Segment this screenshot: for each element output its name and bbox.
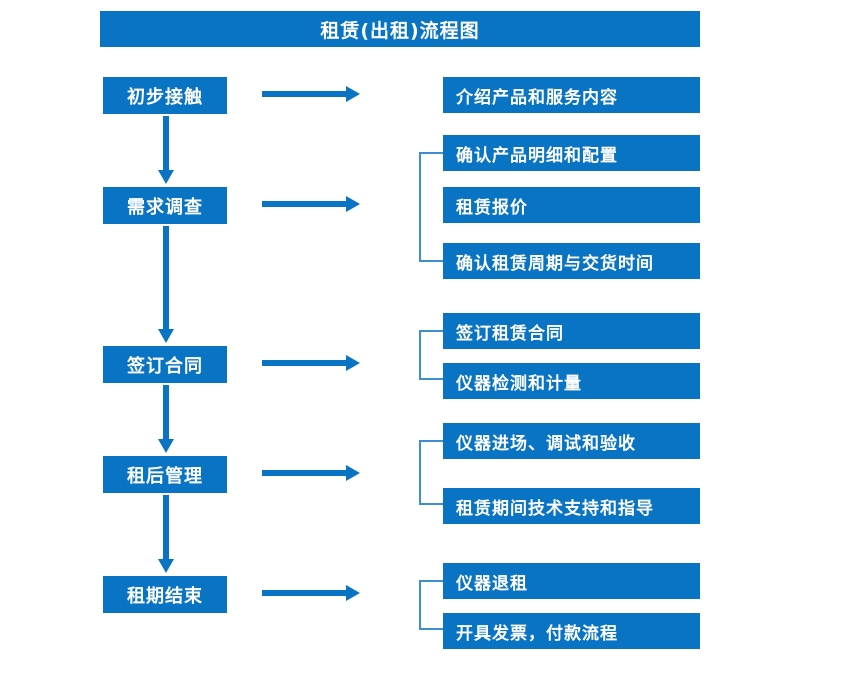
arrow-to-details-2-icon — [262, 194, 360, 214]
connector-2-3-arrow-icon — [156, 226, 176, 343]
detail-box-6[interactable]: 仪器检测和计量 — [443, 363, 700, 399]
detail-box-5[interactable]: 签订租赁合同 — [443, 313, 700, 349]
stage-box-3[interactable]: 签订合同 — [103, 346, 227, 383]
arrow-to-details-5-icon — [262, 583, 360, 603]
bracket-group-2 — [419, 152, 443, 262]
arrow-to-details-1-icon — [262, 84, 360, 104]
detail-box-9[interactable]: 仪器退租 — [443, 563, 700, 599]
detail-box-4[interactable]: 确认租赁周期与交货时间 — [443, 243, 700, 279]
bracket-group-5 — [419, 580, 443, 630]
detail-box-7[interactable]: 仪器进场、调试和验收 — [443, 423, 700, 459]
diagram-title: 租赁(出租)流程图 — [100, 11, 700, 47]
stage-box-4[interactable]: 租后管理 — [103, 456, 227, 493]
connector-3-4-arrow-icon — [156, 385, 176, 453]
detail-box-2[interactable]: 确认产品明细和配置 — [443, 135, 700, 171]
bracket-group-3 — [419, 330, 443, 380]
detail-box-8[interactable]: 租赁期间技术支持和指导 — [443, 488, 700, 524]
bracket-group-4 — [419, 440, 443, 505]
connector-1-2-arrow-icon — [156, 116, 176, 184]
arrow-to-details-3-icon — [262, 353, 360, 373]
arrow-to-details-4-icon — [262, 463, 360, 483]
stage-box-1[interactable]: 初步接触 — [103, 77, 227, 114]
detail-box-1[interactable]: 介绍产品和服务内容 — [443, 77, 700, 113]
stage-box-5[interactable]: 租期结束 — [103, 576, 227, 613]
stage-box-2[interactable]: 需求调查 — [103, 187, 227, 224]
detail-box-3[interactable]: 租赁报价 — [443, 187, 700, 223]
detail-box-10[interactable]: 开具发票，付款流程 — [443, 613, 700, 649]
connector-4-5-arrow-icon — [156, 495, 176, 573]
